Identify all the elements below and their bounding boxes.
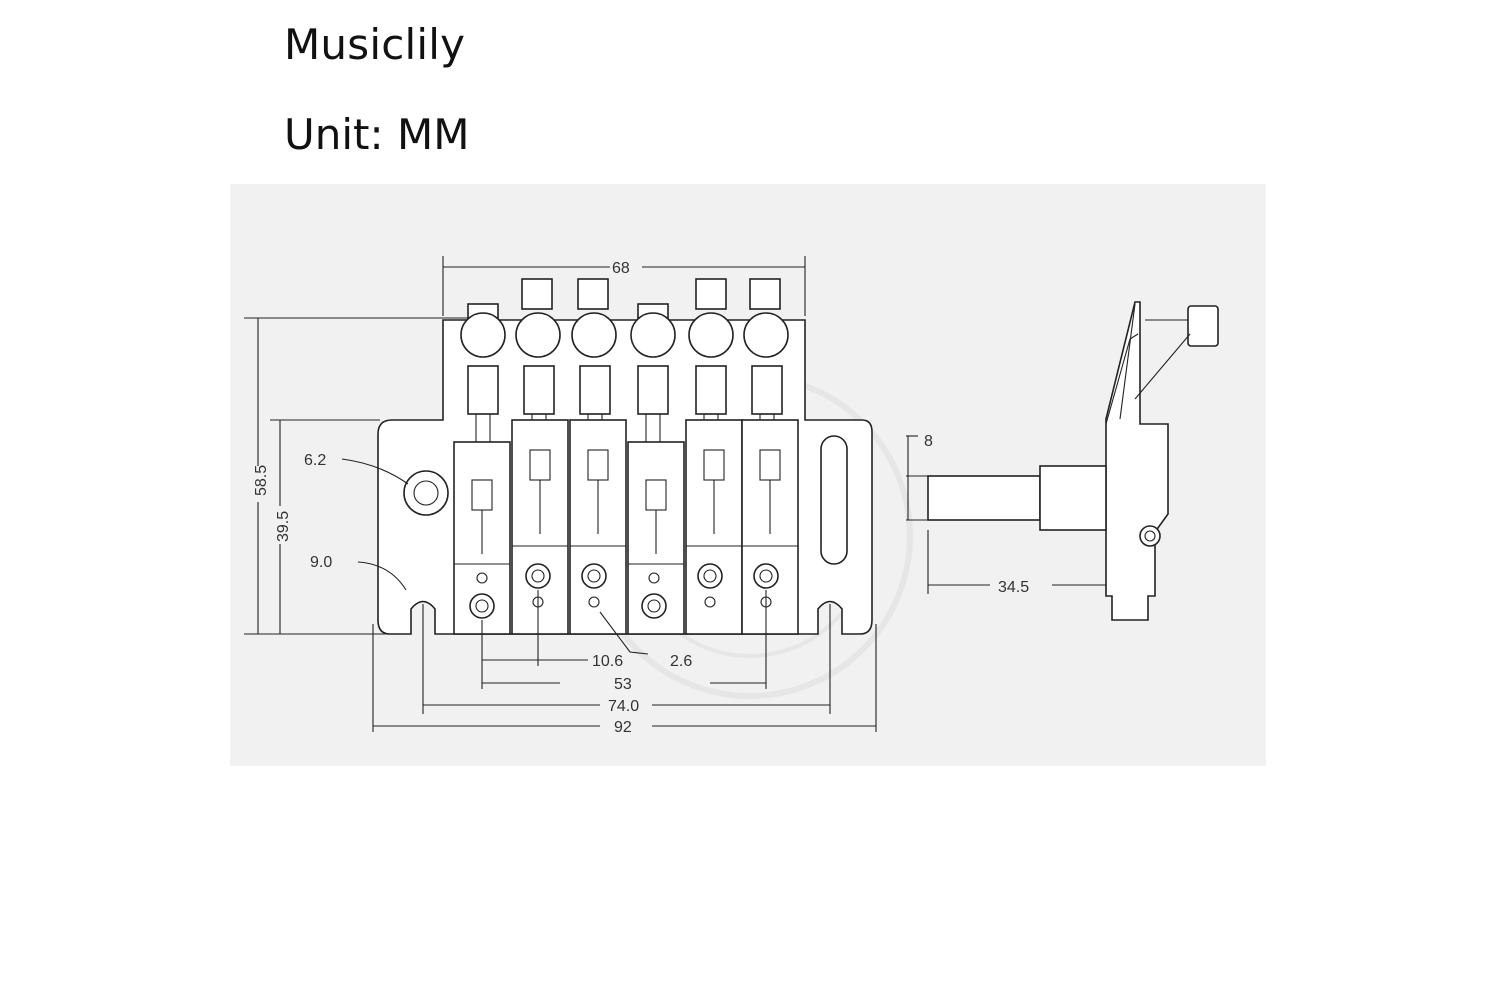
dim-slot-radius: 9.0 xyxy=(310,554,332,571)
dim-total-width: 92 xyxy=(614,719,632,736)
front-view xyxy=(377,278,873,635)
dim-hole-diameter: 6.2 xyxy=(304,452,326,469)
dim-string-span: 53 xyxy=(614,676,632,693)
brand-name: Musiclily xyxy=(284,20,466,69)
dimension-lines: 68 58.5 39.5 6.2 9.0 10.6 2.6 53 74.0 92… xyxy=(244,256,1107,736)
dim-block-thickness: 8 xyxy=(924,433,933,450)
dim-top-width: 68 xyxy=(612,260,630,277)
fine-tuner-row xyxy=(460,278,789,358)
dim-block-length: 34.5 xyxy=(998,579,1029,596)
dim-mount-span: 74.0 xyxy=(608,698,639,715)
dim-height-mount: 39.5 xyxy=(275,511,292,542)
unit-label: Unit: MM xyxy=(284,110,470,159)
dim-saddle-spacing: 10.6 xyxy=(592,653,623,670)
side-view xyxy=(927,301,1219,621)
drawing-panel: 68 58.5 39.5 6.2 9.0 10.6 2.6 53 74.0 92… xyxy=(230,184,1266,766)
dim-screw: 2.6 xyxy=(670,653,692,670)
dim-height-overall: 58.5 xyxy=(253,465,270,496)
bridge-drawing: 68 58.5 39.5 6.2 9.0 10.6 2.6 53 74.0 92… xyxy=(244,256,1219,736)
saddles xyxy=(453,419,799,635)
